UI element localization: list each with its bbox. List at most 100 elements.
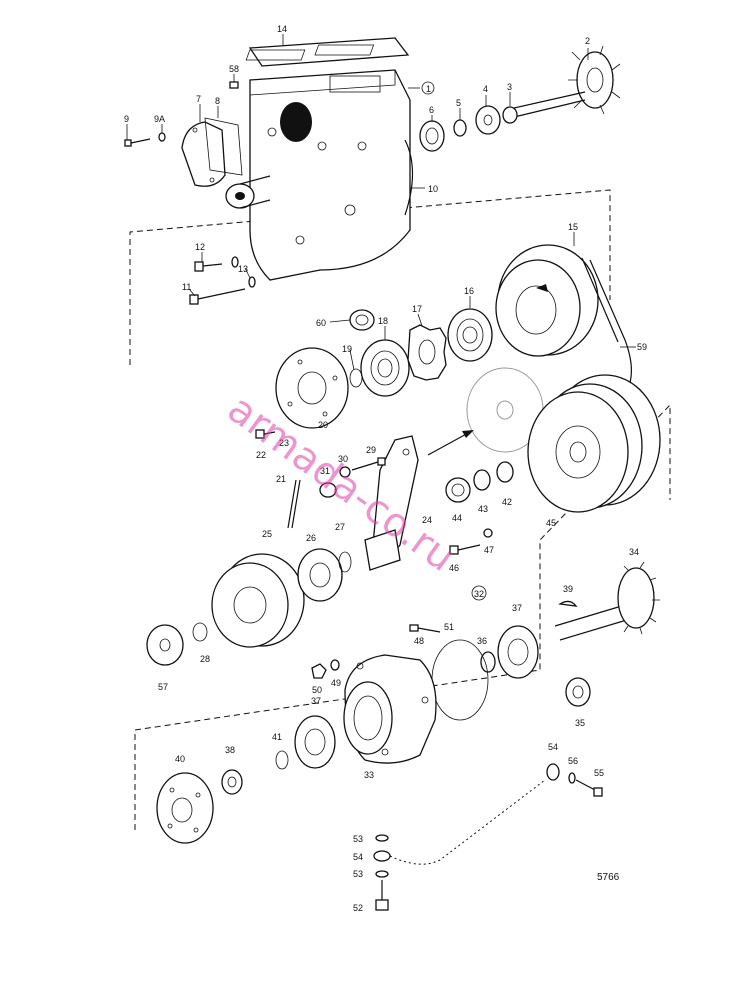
label-36: 36 — [477, 636, 487, 646]
bolt-29 — [351, 457, 386, 471]
label-32: 32 — [474, 589, 484, 599]
washer-49 — [330, 659, 340, 671]
label-56: 56 — [568, 756, 578, 766]
part-labels: 1 2 3 4 5 6 7 8 9 9A 10 11 12 13 14 15 1… — [124, 24, 647, 913]
label-60: 60 — [316, 318, 326, 328]
pin-21 — [287, 479, 301, 529]
section-boundary-lower — [134, 403, 671, 830]
label-25: 25 — [262, 529, 272, 539]
label-1: 1 — [426, 84, 431, 94]
bolt-52 — [375, 880, 389, 911]
seal-60 — [349, 309, 375, 331]
washer-13 — [231, 256, 256, 288]
label-28: 28 — [200, 654, 210, 664]
circlip-27 — [338, 551, 352, 573]
bolt-12 — [194, 261, 223, 272]
label-34: 34 — [629, 547, 639, 557]
gasket-8 — [204, 117, 243, 176]
bearing-26 — [297, 548, 343, 602]
label-45: 45 — [546, 518, 556, 528]
gearbox-housing-10 — [225, 69, 414, 281]
hub-4 — [475, 105, 501, 135]
label-52: 52 — [353, 903, 363, 913]
label-39: 39 — [563, 584, 573, 594]
label-48: 48 — [414, 636, 424, 646]
label-53a: 53 — [353, 834, 363, 844]
cover-7 — [181, 121, 226, 187]
label-54a: 54 — [353, 852, 363, 862]
circlip-19 — [349, 368, 363, 388]
label-21: 21 — [276, 474, 286, 484]
label-37b: 37 — [311, 696, 321, 706]
label-5: 5 — [456, 98, 461, 108]
circlip-28 — [192, 622, 208, 642]
label-58: 58 — [229, 64, 239, 74]
label-42: 42 — [502, 497, 512, 507]
bolt-55 — [575, 779, 603, 797]
label-30: 30 — [338, 454, 348, 464]
bushing-31 — [319, 482, 337, 498]
label-40: 40 — [175, 754, 185, 764]
label-8: 8 — [215, 96, 220, 106]
figure-code: 5766 — [597, 872, 620, 883]
washer-56 — [568, 772, 576, 784]
stud-48 — [409, 624, 441, 633]
seal-35 — [565, 677, 591, 707]
label-31: 31 — [320, 466, 330, 476]
label-35: 35 — [575, 718, 585, 728]
gear-shaft-34 — [554, 561, 660, 641]
label-16: 16 — [464, 286, 474, 296]
gasket-14 — [245, 37, 410, 67]
leader-lines — [126, 34, 636, 371]
pulley-15 — [495, 244, 599, 357]
label-29: 29 — [366, 445, 376, 455]
banjo-54-upper — [546, 763, 560, 781]
label-55: 55 — [594, 768, 604, 778]
label-49: 49 — [331, 678, 341, 688]
bearing-housing-33 — [343, 654, 437, 764]
label-33: 33 — [364, 770, 374, 780]
label-15: 15 — [568, 222, 578, 232]
nut-3 — [502, 106, 518, 124]
banjo-54-lower — [373, 779, 546, 865]
washer-43 — [473, 469, 491, 491]
label-19: 19 — [342, 344, 352, 354]
label-50: 50 — [312, 685, 322, 695]
watermark-text: armada-co.ru — [219, 386, 463, 581]
label-23: 23 — [279, 438, 289, 448]
label-22: 22 — [256, 450, 266, 460]
label-17: 17 — [412, 304, 422, 314]
label-10: 10 — [428, 184, 438, 194]
label-27: 27 — [335, 522, 345, 532]
o-ring-41 — [275, 750, 289, 770]
screw-9 — [124, 138, 151, 147]
label-37a: 37 — [512, 603, 522, 613]
label-7: 7 — [196, 94, 201, 104]
washer-5 — [453, 119, 467, 137]
flange-40 — [156, 772, 214, 844]
label-14: 14 — [277, 24, 287, 34]
washer-30 — [339, 466, 351, 478]
label-9a: 9A — [154, 114, 165, 124]
label-11: 11 — [182, 282, 191, 292]
label-4: 4 — [483, 84, 488, 94]
washer-36 — [480, 651, 496, 673]
label-43: 43 — [478, 504, 488, 514]
label-41: 41 — [272, 732, 282, 742]
label-38: 38 — [225, 745, 235, 755]
bearing-18 — [360, 339, 410, 397]
label-53b: 53 — [353, 869, 363, 879]
label-44: 44 — [452, 513, 462, 523]
bearing-37-lower — [294, 715, 336, 769]
label-59: 59 — [637, 342, 647, 352]
label-24: 24 — [422, 515, 432, 525]
label-2: 2 — [585, 36, 590, 46]
washer-47 — [483, 528, 493, 538]
bearing-6 — [419, 120, 445, 152]
label-20: 20 — [318, 420, 328, 430]
label-18: 18 — [378, 316, 388, 326]
washer-57 — [146, 624, 184, 666]
label-51: 51 — [444, 622, 454, 632]
fan-impeller-2 — [504, 45, 621, 119]
